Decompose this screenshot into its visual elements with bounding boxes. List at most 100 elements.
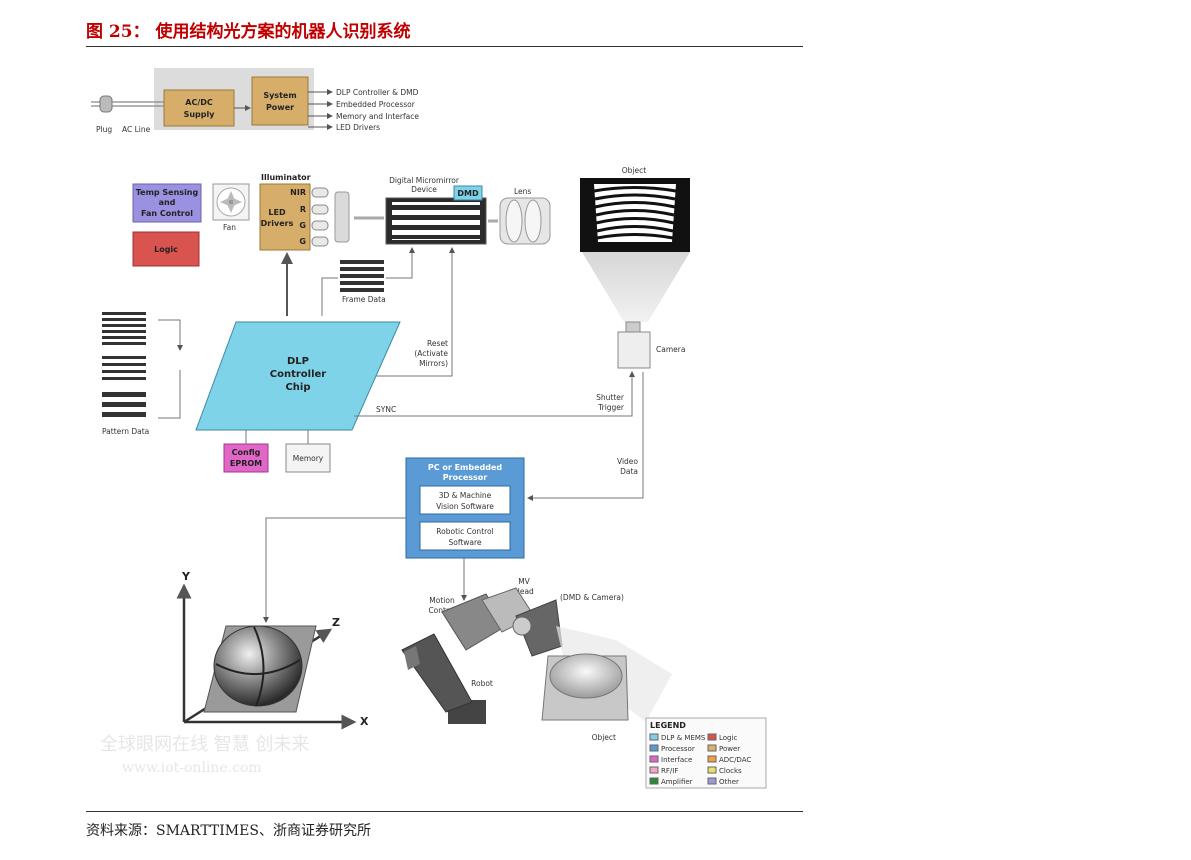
channel-label: G <box>299 237 306 246</box>
memory-label: Memory <box>293 454 324 463</box>
temp-sensing-label-3: Fan Control <box>141 209 193 218</box>
temp-sensing-label-1: Temp Sensing <box>136 188 199 197</box>
legend-swatch <box>649 733 659 741</box>
motion-control-label-1: Motion <box>429 596 455 605</box>
dmd-title-1: Digital Micromirror <box>389 176 460 185</box>
structured-light-robot-diagram: Plug AC Line AC/DC Supply System Power D… <box>91 68 767 789</box>
logic-box <box>132 231 200 267</box>
bowl-object <box>541 653 629 721</box>
dlp-label-2: Controller <box>270 369 327 380</box>
illuminator-label: Illuminator <box>261 173 311 182</box>
temp-sensing-label-2: and <box>159 198 176 207</box>
fan-label: Fan <box>223 223 236 232</box>
power-output-label: DLP Controller & DMD <box>336 88 419 97</box>
legend-swatch <box>649 744 659 752</box>
sync-label: SYNC <box>376 405 396 414</box>
structured-light-object <box>580 178 690 252</box>
camera-icon <box>617 321 651 369</box>
legend-item-label: Interface <box>661 756 692 764</box>
axis-y-label: Y <box>181 570 191 583</box>
robot-label: Robot <box>471 679 493 688</box>
shutter-label-2: Trigger <box>597 403 625 412</box>
led-drivers-label-2: Drivers <box>261 219 294 228</box>
plug-icon <box>99 95 113 113</box>
source-note: 资料来源：SMARTTIMES、浙商证券研究所 <box>86 823 371 839</box>
collimator-lens <box>334 191 350 243</box>
legend-item-label: Logic <box>719 734 737 742</box>
object-top-label: Object <box>622 166 646 175</box>
acdc-label-2: Supply <box>184 110 216 119</box>
acdc-supply-box <box>163 89 235 127</box>
legend-item-label: Processor <box>661 745 695 753</box>
robot-arm <box>401 587 563 724</box>
legend-item-label: Clocks <box>719 767 742 775</box>
pc-label-1: PC or Embedded <box>428 463 503 472</box>
system-power-box <box>251 76 309 126</box>
logic-label: Logic <box>154 245 178 254</box>
power-output-label: LED Drivers <box>336 123 380 132</box>
fan-icon <box>212 183 250 221</box>
camera-view-beam <box>582 252 690 322</box>
legend-swatch <box>707 755 717 763</box>
system-power-label-2: Power <box>266 103 294 112</box>
acdc-label-1: AC/DC <box>185 98 213 107</box>
legend-item-label: Power <box>719 745 740 753</box>
top-rule <box>86 46 803 47</box>
mv-head-label-2: Head <box>514 587 534 596</box>
system-power-label-1: System <box>263 91 296 100</box>
legend-swatch <box>649 766 659 774</box>
legend-item-label: Amplifier <box>661 778 693 786</box>
power-output-label: Embedded Processor <box>336 100 416 109</box>
legend-item-label: Other <box>719 778 739 786</box>
led-drivers-label-1: LED <box>268 208 286 217</box>
dmd-camera-label: (DMD & Camera) <box>560 593 624 602</box>
bottom-rule <box>86 811 803 812</box>
vision-software-label-1: 3D & Machine <box>439 491 492 500</box>
mv-head-label-1: MV <box>518 577 530 586</box>
legend-item-label: DLP & MEMS <box>661 734 706 742</box>
channel-label: R <box>300 205 306 214</box>
power-output-label: Memory and Interface <box>336 112 419 121</box>
legend-swatch <box>707 766 717 774</box>
legend-item-label: RF/IF <box>661 767 678 775</box>
projection-lens-icon <box>499 197 551 245</box>
dmd-badge-label: DMD <box>457 189 479 198</box>
legend-swatch <box>707 733 717 741</box>
frame-data-label: Frame Data <box>342 295 386 304</box>
memory-box <box>285 443 331 473</box>
reset-label-2: (Activate <box>414 349 448 358</box>
config-eprom-label-2: EPROM <box>230 459 262 468</box>
legend-title: LEGEND <box>650 721 686 730</box>
dlp-label-3: Chip <box>285 382 310 393</box>
axis-x-label: X <box>360 715 369 728</box>
object-bottom-label: Object <box>592 733 616 742</box>
vision-software-label-2: Vision Software <box>436 502 494 511</box>
legend-item-label: ADC/DAC <box>719 756 751 764</box>
illuminator-box <box>259 183 311 251</box>
video-data-label-2: Data <box>620 467 638 476</box>
vision-software-box <box>419 485 511 515</box>
reset-label-1: Reset <box>427 339 448 348</box>
channel-label: G <box>299 221 306 230</box>
pc-label-2: Processor <box>443 473 487 482</box>
figure-title: 图 25： 使用结构光方案的机器人识别系统 <box>86 22 411 42</box>
scanned-sphere <box>203 625 317 713</box>
watermark-text: 全球眼网在线 智慧 创未来 <box>100 734 309 755</box>
robotic-software-label-1: Robotic Control <box>436 527 493 536</box>
shutter-label-1: Shutter <box>596 393 625 402</box>
lens-label: Lens <box>514 187 531 196</box>
legend-swatch <box>649 755 659 763</box>
ac-line-label: AC Line <box>122 125 151 134</box>
camera-label: Camera <box>656 345 685 354</box>
channel-label: NIR <box>290 188 306 197</box>
dlp-controller-chip <box>195 321 401 431</box>
legend-swatch <box>649 777 659 785</box>
legend-swatch <box>707 744 717 752</box>
robotic-software-label-2: Software <box>448 538 481 547</box>
axis-z-label: Z <box>332 616 340 629</box>
reset-label-3: Mirrors) <box>419 359 448 368</box>
legend-swatch <box>707 777 717 785</box>
power-section: Plug AC Line AC/DC Supply System Power D… <box>91 68 419 134</box>
pattern-data-label: Pattern Data <box>102 427 149 436</box>
